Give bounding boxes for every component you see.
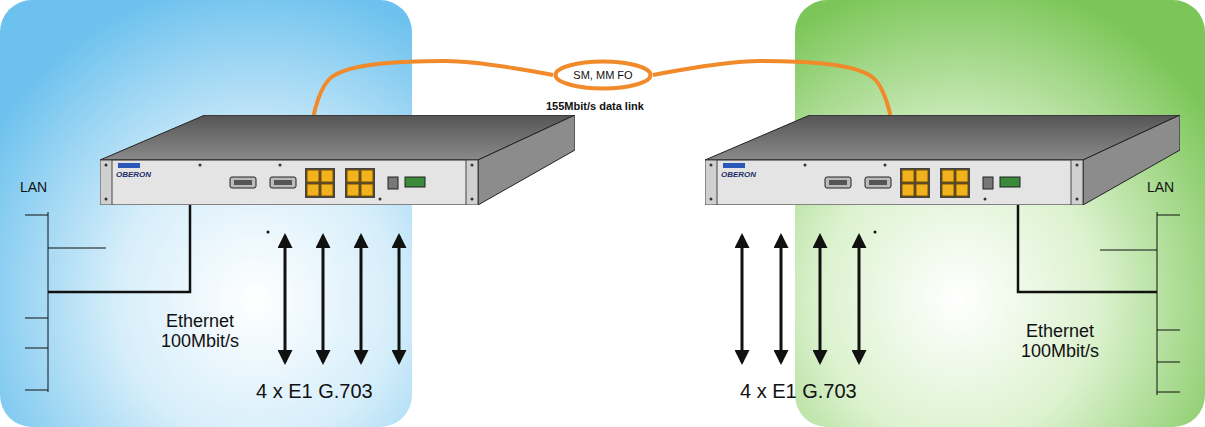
fiber-label: SM, MM FO [573,69,632,81]
dot [874,231,877,234]
site-panel [795,0,1205,427]
label: Ethernet 100Mbit/s [1005,322,1115,362]
lan-bus [1100,212,1180,395]
device-box: OBERON [705,115,1180,205]
brand-label: OBERON [116,170,151,179]
label: 155Mbit/s data link [546,100,644,112]
label: Ethernet 100Mbit/s [145,312,255,352]
dot [267,231,270,234]
ethernet-cable [48,205,190,292]
fiber-link [653,61,890,115]
device-box: OBERON [100,115,575,205]
device-shape [100,115,575,205]
e1-arrows [285,236,859,362]
ethernet-cable [1018,205,1157,292]
lan-bus [25,212,106,392]
label: LAN [1147,180,1174,195]
brand-label: OBERON [721,170,756,179]
label: LAN [20,180,47,195]
device-shape [705,115,1180,205]
fiber-link [314,61,553,115]
label: 4 x E1 G.703 [256,380,373,402]
site-panel [0,0,412,427]
label: 4 x E1 G.703 [740,380,857,402]
fiber-ellipse: SM, MM FO [553,59,653,91]
